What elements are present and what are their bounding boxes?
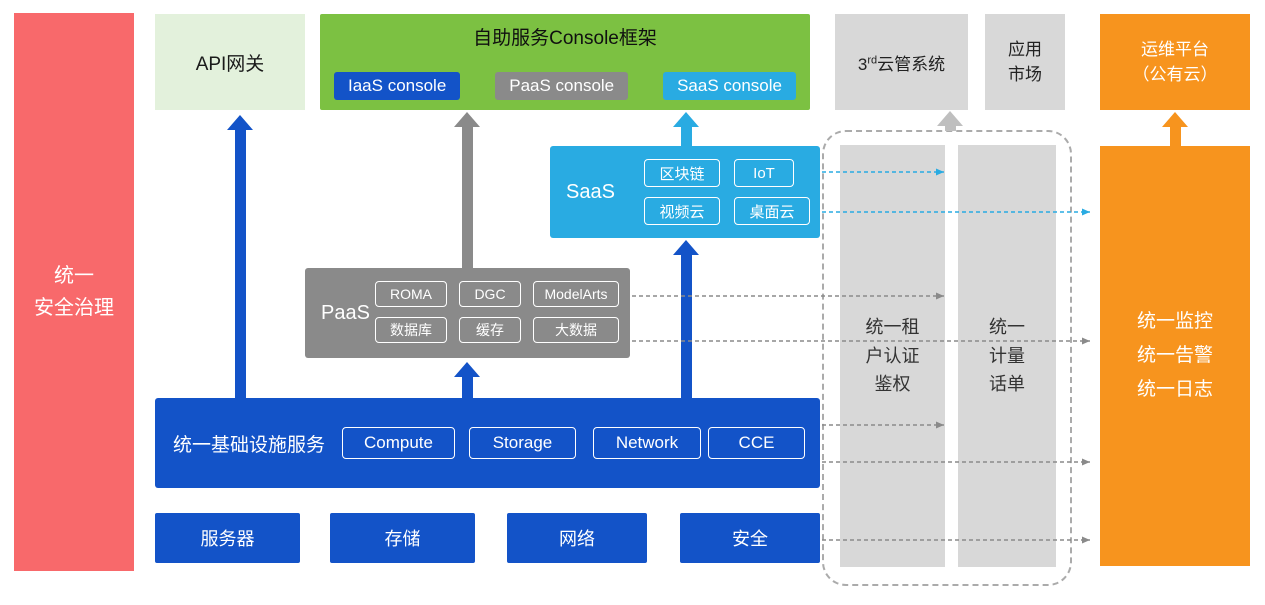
console-framework-title: 自助服务Console框架 [473,28,657,49]
resource-network-label: 网络 [559,529,595,549]
paas-item-roma: ROMA [375,281,447,307]
shared-services-dashed-frame [822,130,1072,586]
resource-storage-box: 存储 [330,513,475,563]
arrow-infra-to-api-gateway [227,115,253,398]
paas-item-cache: 缓存 [459,317,521,343]
arrow-paas-to-console [454,112,480,268]
paas-block: PaaS ROMA DGC ModelArts 数据库 缓存 大数据 [305,268,630,358]
paas-item-bigdata: 大数据 [533,317,619,343]
saas-label: SaaS [566,180,615,203]
arrow-head [1162,112,1188,127]
tenant-auth-label: 统一租 户认证 鉴权 [865,316,920,395]
saas-block: SaaS 区块链 IoT 视频云 桌面云 [550,146,820,238]
console-chip-row: IaaS console PaaS console SaaS console [320,72,810,110]
paas-item-dgc: DGC [459,281,521,307]
resource-server-label: 服务器 [200,529,255,549]
resource-security-box: 安全 [680,513,820,563]
arrow-infra-to-paas [454,362,480,398]
paas-label: PaaS [321,301,370,324]
saas-console-chip: SaaS console [663,72,796,100]
arrow-shaft [680,255,692,398]
arrow-shaft [234,130,246,398]
resource-storage-label: 存储 [384,529,421,549]
security-governance-label: 统一 安全治理 [34,265,114,319]
arrow-shaft [1169,127,1181,146]
arrow-head [227,115,253,130]
api-gateway-label: API网关 [195,53,265,75]
infrastructure-label: 统一基础设施服务 [173,434,326,456]
saas-item-desktop-cloud: 桌面云 [734,197,810,225]
app-market-label: 应用 市场 [1008,39,1042,85]
infra-item-compute: Compute [342,427,455,459]
api-gateway-box: API网关 [155,14,305,110]
resource-security-label: 安全 [732,529,768,549]
resource-server-box: 服务器 [155,513,300,563]
arrow-shaft [461,377,473,398]
arrow-shaft [944,126,956,131]
monitor-alarm-log-bar: 统一监控 统一告警 统一日志 [1100,146,1250,566]
console-framework-box: 自助服务Console框架 IaaS console PaaS console … [320,14,810,110]
om-platform-label: 运维平台 （公有云） [1132,39,1218,85]
saas-item-blockchain: 区块链 [644,159,720,187]
security-governance-bar: 统一 安全治理 [14,13,134,571]
arrow-head [454,362,480,377]
arrow-shaft [680,127,692,146]
infra-item-cce: CCE [708,427,805,459]
arrow-shaft [461,127,473,268]
arrow-head [454,112,480,127]
infra-item-network: Network [593,427,701,459]
iaas-console-chip: IaaS console [334,72,461,100]
arrow-pillars-to-third-cloud [937,111,963,131]
metering-billing-pillar: 统一 计量 话单 [958,145,1056,567]
saas-item-iot: IoT [734,159,794,187]
infra-item-storage: Storage [469,427,576,459]
third-party-cloud-box: 3rd云管系统 [835,14,968,110]
tenant-auth-pillar: 统一租 户认证 鉴权 [840,145,945,567]
resource-network-box: 网络 [507,513,647,563]
paas-console-chip: PaaS console [495,72,629,100]
paas-item-modelarts: ModelArts [533,281,619,307]
monitor-alarm-log-label: 统一监控 统一告警 统一日志 [1136,310,1213,401]
infrastructure-block: 统一基础设施服务 Compute Storage Network CCE [155,398,820,488]
arrow-head [937,111,963,126]
arrow-head [673,240,699,255]
arrow-head [673,112,699,127]
paas-item-database: 数据库 [375,317,447,343]
third-party-cloud-label: 3rd云管系统 [857,53,946,74]
app-market-box: 应用 市场 [985,14,1065,110]
arrow-saas-to-console [673,112,699,146]
om-platform-box: 运维平台 （公有云） [1100,14,1250,110]
saas-item-video-cloud: 视频云 [644,197,720,225]
metering-billing-label: 统一 计量 话单 [989,316,1025,395]
arrow-infra-to-saas [673,240,699,398]
arrow-monitor-to-om-platform [1162,112,1188,146]
